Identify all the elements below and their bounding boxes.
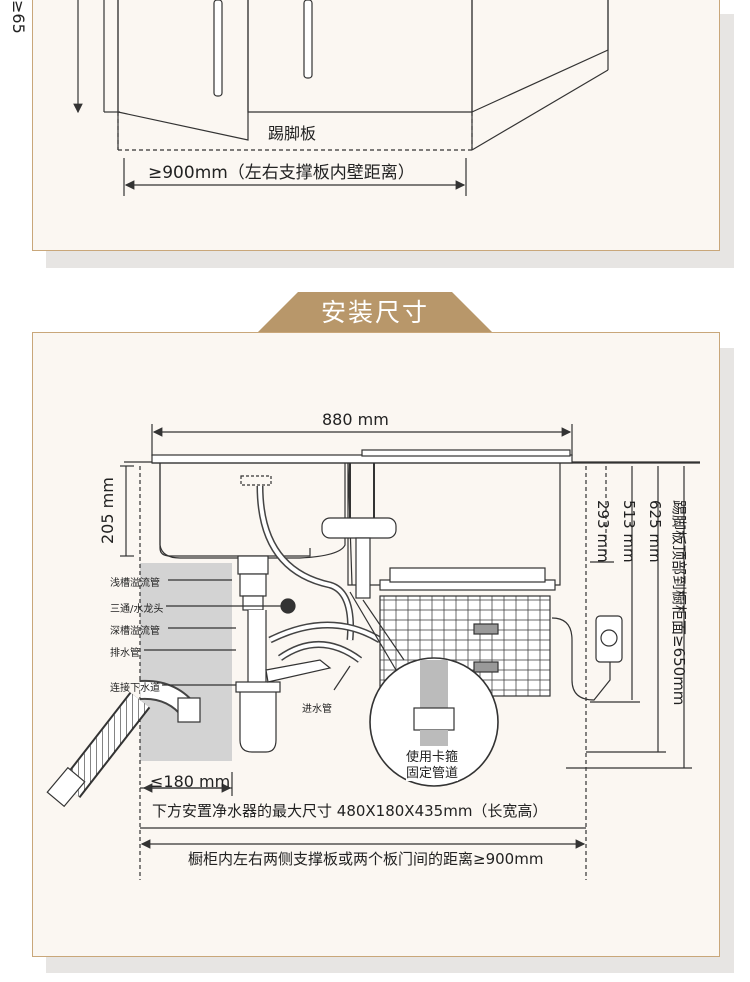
tee-faucet-label: 三通/水龙头 [110,604,164,615]
top-height-label: ≥65 [9,0,28,34]
clamp-note-line2: 固定管道 [406,762,459,781]
drain-pipe-label: 排水管 [110,648,140,659]
kickboard-label: 踢脚板 [268,124,317,143]
height-total-label: 踢脚板顶部到橱柜面≥650mm [670,500,688,706]
clamp-note-line1: 使用卡箍 [406,746,459,765]
section-banner [258,292,492,332]
height-293-label: 293 mm [594,500,612,563]
deep-overflow-label: 深槽溢流管 [110,626,160,637]
top-width-label: ≥900mm（左右支撑板内壁距离） [148,163,415,183]
purifier-max-size-label: 下方安置净水器的最大尺寸 480X180X435mm（长宽高） [152,802,548,820]
cabinet-top-drawing [73,0,609,196]
sink-depth-label: 205 mm [98,477,117,544]
top-diagram-panel [32,0,720,251]
height-513-label: 513 mm [620,500,638,563]
shallow-overflow-label: 浅槽溢流管 [110,578,160,589]
cabinet-width-label: 橱柜内左右两侧支撑板或两个板门间的距离≥900mm [188,850,544,868]
sink-width-label: 880 mm [322,410,389,429]
side-clearance-label: ≤180 mm [150,772,231,791]
section-title: 安装尺寸 [320,298,429,327]
clearance-zone [140,563,232,761]
connect-sewer-label: 连接下水道 [110,683,160,694]
height-625-label: 625 mm [646,500,664,563]
inlet-pipe-label: 进水管 [302,704,332,715]
